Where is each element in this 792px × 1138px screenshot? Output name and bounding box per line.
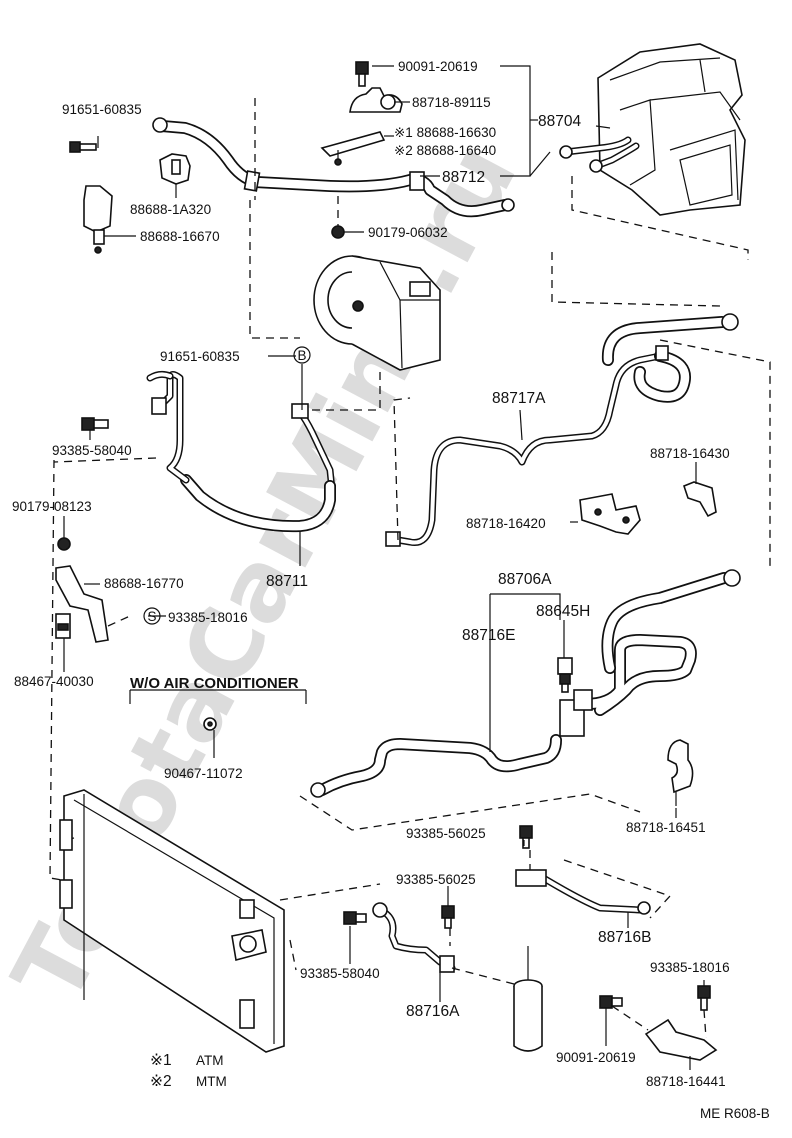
nut-90179-08123 bbox=[57, 537, 71, 551]
label-88688-16640: ※2 88688-16640 bbox=[394, 143, 496, 158]
bolt-93385-56025-b bbox=[441, 905, 455, 929]
label-90091-20619-top: 90091-20619 bbox=[398, 59, 478, 74]
nut-90179-06032 bbox=[331, 225, 345, 239]
hose-88712 bbox=[152, 117, 515, 218]
label-88712: 88712 bbox=[442, 169, 485, 186]
diagram-code: ME R608-B bbox=[700, 1106, 770, 1121]
bracket-88688-16670 bbox=[83, 185, 113, 254]
footnotes: ※1 ATM ※2 MTM ME R608-B bbox=[150, 1052, 770, 1121]
clamp-88718-16451 bbox=[667, 739, 694, 806]
marker-b: B bbox=[293, 346, 311, 364]
bolt-93385-58040-left bbox=[81, 417, 109, 431]
evaporator-unit bbox=[597, 43, 746, 216]
leader-lines bbox=[63, 65, 705, 1070]
part-labels: 90091-20619 88718-89115 88704 ※1 88688-1… bbox=[12, 59, 730, 1089]
label-88704: 88704 bbox=[538, 113, 581, 130]
label-93385-18016-left: 93385-18016 bbox=[168, 610, 248, 625]
no-ac-section-title: W/O AIR CONDITIONER bbox=[130, 675, 299, 692]
dashed-guides bbox=[49, 98, 771, 1039]
label-88645h: 88645H bbox=[536, 603, 590, 620]
hose-88711 bbox=[146, 370, 336, 533]
compressor bbox=[313, 255, 441, 371]
note-1-text: ATM bbox=[196, 1053, 224, 1068]
label-90091-20619-bottom: 90091-20619 bbox=[556, 1050, 636, 1065]
marker-s: S bbox=[143, 607, 161, 625]
bolt-91651-60835-top bbox=[69, 141, 97, 153]
label-88688-16770: 88688-16770 bbox=[104, 576, 184, 591]
svg-text:B: B bbox=[297, 348, 306, 363]
label-93385-58040-bottom: 93385-58040 bbox=[300, 966, 380, 981]
label-88718-89115: 88718-89115 bbox=[412, 95, 491, 110]
clamp-88718-89115 bbox=[349, 87, 403, 113]
label-91651-60835-top: 91651-60835 bbox=[62, 102, 142, 117]
hose-88716e bbox=[310, 734, 562, 798]
label-88688-16670: 88688-16670 bbox=[140, 229, 220, 244]
bolt-90091-20619-top bbox=[355, 61, 369, 87]
evaporator-pipes bbox=[559, 136, 640, 173]
label-88717a: 88717A bbox=[492, 390, 546, 407]
label-90179-06032: 90179-06032 bbox=[368, 225, 448, 240]
clip-88718-16430 bbox=[683, 481, 717, 518]
switch-88467-40030 bbox=[55, 613, 71, 639]
label-88716b: 88716B bbox=[598, 929, 651, 946]
bolt-90091-20619-bottom bbox=[599, 995, 623, 1009]
note-2-text: MTM bbox=[196, 1074, 227, 1089]
note-1-mark: ※1 bbox=[150, 1052, 172, 1069]
label-90467-11072: 90467-11072 bbox=[164, 766, 243, 781]
label-88688-16630: ※1 88688-16630 bbox=[394, 125, 496, 140]
bracket-88688-16770 bbox=[55, 565, 109, 643]
bolt-93385-56025-a bbox=[519, 825, 533, 849]
label-93385-56025-b: 93385-56025 bbox=[396, 872, 476, 887]
label-88718-16420: 88718-16420 bbox=[466, 516, 546, 531]
label-93385-58040-left: 93385-58040 bbox=[52, 443, 132, 458]
label-88716e: 88716E bbox=[462, 627, 515, 644]
label-88467-40030: 88467-40030 bbox=[14, 674, 94, 689]
label-93385-18016-right: 93385-18016 bbox=[650, 960, 730, 975]
label-88706a: 88706A bbox=[498, 571, 552, 588]
bracket-88718-16420 bbox=[579, 493, 641, 535]
label-91651-60835-mid: 91651-60835 bbox=[160, 349, 240, 364]
label-88718-16430: 88718-16430 bbox=[650, 446, 730, 461]
svg-text:S: S bbox=[147, 609, 156, 624]
label-90179-08123: 90179-08123 bbox=[12, 499, 92, 514]
pipe-88716a bbox=[372, 902, 456, 973]
bracket-88718-16441 bbox=[644, 1018, 718, 1061]
clip-88688-1a320 bbox=[159, 153, 191, 185]
bolt-93385-18016-right bbox=[697, 985, 711, 1011]
label-88688-1a320: 88688-1A320 bbox=[130, 202, 211, 217]
hose-88717a bbox=[385, 313, 739, 547]
label-88711: 88711 bbox=[266, 573, 308, 590]
label-88716a: 88716A bbox=[406, 1003, 460, 1020]
label-93385-56025-a: 93385-56025 bbox=[406, 826, 486, 841]
hose-88706a bbox=[559, 569, 741, 737]
condenser bbox=[59, 789, 285, 1053]
note-2-mark: ※2 bbox=[150, 1073, 172, 1090]
pipe-88716b bbox=[515, 869, 651, 915]
bolt-93385-58040-bottom bbox=[343, 911, 367, 925]
receiver-dryer bbox=[513, 946, 543, 1052]
switch-88645h bbox=[557, 657, 573, 693]
bracket-88688-16630 bbox=[320, 131, 386, 166]
label-88718-16441: 88718-16441 bbox=[646, 1074, 726, 1089]
grommet-90467-11072 bbox=[203, 717, 217, 731]
label-88718-16451: 88718-16451 bbox=[626, 820, 706, 835]
